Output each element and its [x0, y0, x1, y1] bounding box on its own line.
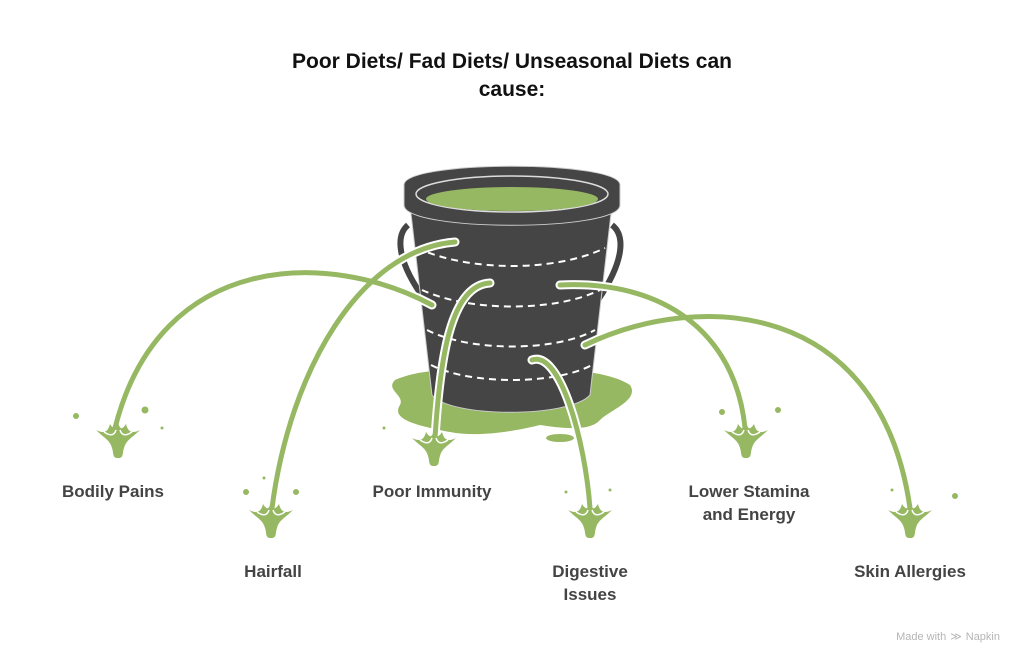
napkin-logo-icon: ≫ — [950, 631, 962, 643]
splash — [411, 429, 457, 467]
splash — [248, 501, 294, 539]
watermark: Made with ≫ Napkin — [896, 630, 1000, 644]
stream-skin-allergies — [582, 314, 913, 511]
liquid-surface — [426, 187, 598, 211]
effect-label-digestive-issues: Digestive Issues — [552, 562, 628, 604]
effect-label-bodily-pains: Bodily Pains — [61, 482, 165, 501]
stream-hairfall — [269, 239, 458, 511]
effect-label-hairfall: Hairfall — [244, 562, 302, 581]
diagram-title: Poor Diets/ Fad Diets/ Unseasonal Diets … — [292, 50, 732, 101]
splash — [887, 501, 933, 539]
effect-label-lower-stamina: Lower Stamina and Energy — [688, 482, 810, 524]
effect-label-skin-allergies: Skin Allergies — [854, 562, 966, 581]
stream-bodily-pains — [112, 270, 435, 431]
stream-digestive-issues — [529, 356, 593, 511]
splash — [95, 421, 141, 459]
effect-label-poor-immunity: Poor Immunity — [372, 482, 492, 501]
stream-poor-immunity — [432, 280, 493, 441]
watermark-prefix: Made with — [896, 630, 947, 643]
splash — [723, 421, 769, 459]
splash — [567, 501, 613, 539]
watermark-brand: Napkin — [965, 630, 1000, 643]
